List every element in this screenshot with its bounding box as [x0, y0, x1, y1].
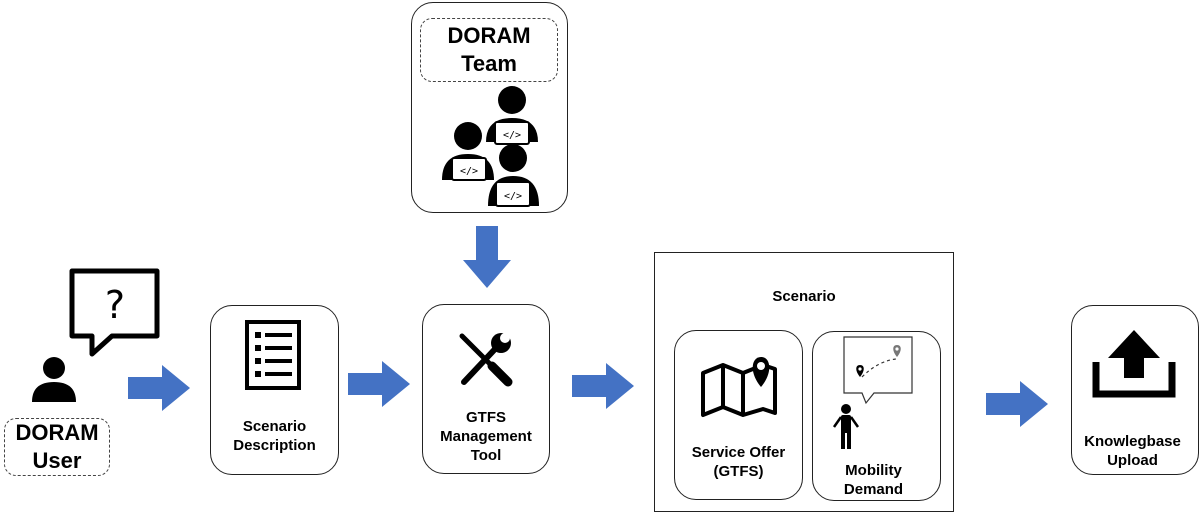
team-label-line1: DORAM [447, 23, 531, 48]
developers-team-icon: </> </> </> [442, 86, 539, 207]
user-label-line1: DORAM [15, 420, 99, 445]
arrow-description-to-tool [348, 361, 410, 407]
user-label-line2: User [32, 448, 82, 473]
svg-text:</>: </> [504, 191, 522, 202]
scenario-description-line1: Scenario [242, 418, 307, 435]
arrow-down-team-to-tool [463, 226, 511, 288]
gtfs-tool-line2: Management [440, 428, 532, 445]
checklist-icon [245, 320, 301, 390]
team-label-line2: Team [461, 51, 517, 76]
user-question-icon: ? [32, 268, 160, 402]
knowledgebase-line1: Knowlegbase [1084, 433, 1181, 450]
service-offer-label: Service Offer (GTFS) [674, 443, 803, 481]
scenario-container [654, 252, 954, 512]
arrow-scenario-to-knowledgebase [986, 381, 1048, 427]
scenario-title: Scenario [772, 288, 836, 305]
knowledgebase-label: Knowlegbase Upload [1071, 432, 1194, 470]
person-route-icon [832, 336, 913, 449]
svg-text:</>: </> [503, 130, 521, 141]
upload-icon [1092, 330, 1176, 398]
svg-text:</>: </> [460, 166, 478, 177]
team-label: DORAM Team [420, 18, 558, 82]
mobility-demand-line2: Demand [843, 481, 904, 498]
gtfs-tool-line3: Tool [470, 447, 502, 464]
service-offer-line1: Service Offer [691, 444, 786, 461]
scenario-description-line2: Description [233, 437, 316, 454]
user-label: DORAM User [4, 418, 110, 476]
gtfs-tool-line1: GTFS [466, 409, 506, 426]
scenario-description-box [210, 305, 339, 475]
svg-text:?: ? [105, 283, 125, 327]
arrow-user-to-description [128, 365, 190, 411]
mobility-demand-line1: Mobility [845, 462, 902, 479]
arrow-tool-to-scenario [572, 363, 634, 409]
gtfs-tool-label: GTFS Management Tool [422, 408, 550, 465]
scenario-description-label: Scenario Description [210, 417, 339, 455]
knowledgebase-line2: Upload [1107, 452, 1158, 469]
service-offer-line2: (GTFS) [713, 463, 764, 480]
map-pin-icon [701, 357, 777, 417]
mobility-demand-label: Mobility Demand [812, 461, 935, 499]
gtfs-tool-box [422, 304, 550, 474]
tools-icon [459, 333, 513, 387]
